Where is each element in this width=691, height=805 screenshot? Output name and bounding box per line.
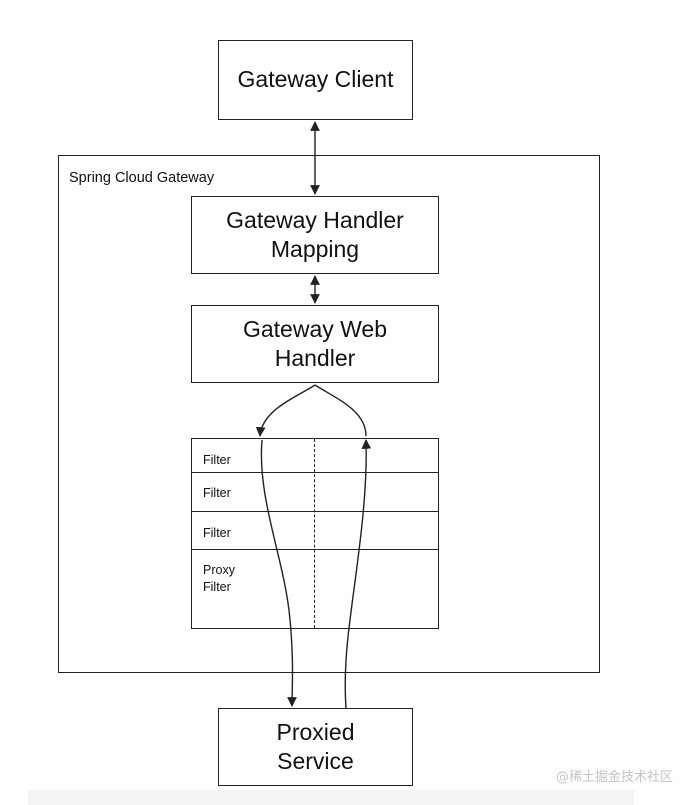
proxy-filter-row: Proxy Filter bbox=[192, 550, 438, 628]
filter-row: Filter bbox=[192, 512, 438, 550]
web-handler-label: Gateway Web Handler bbox=[242, 315, 388, 371]
gateway-client-box: Gateway Client bbox=[218, 40, 413, 120]
spring-cloud-gateway-container bbox=[58, 155, 600, 673]
proxied-service-label: Proxied Service bbox=[276, 718, 355, 774]
handler-mapping-label: Gateway Handler Mapping bbox=[226, 206, 404, 262]
filter-chain: Filter Filter Filter Proxy Filter bbox=[191, 438, 439, 629]
proxied-service-box: Proxied Service bbox=[218, 708, 413, 786]
gateway-client-label: Gateway Client bbox=[237, 66, 394, 93]
filter-row: Filter bbox=[192, 473, 438, 512]
filter-label: Filter bbox=[203, 526, 231, 540]
filter-label: Filter bbox=[203, 486, 231, 500]
filter-row: Filter bbox=[192, 439, 438, 473]
watermark: @稀土掘金技术社区 bbox=[555, 770, 673, 785]
proxy-filter-label: Proxy Filter bbox=[203, 563, 235, 594]
filter-label: Filter bbox=[203, 453, 231, 467]
gateway-handler-mapping-box: Gateway Handler Mapping bbox=[191, 196, 439, 274]
bottom-bar bbox=[28, 790, 634, 805]
filter-divider-dashed bbox=[314, 439, 315, 628]
container-label: Spring Cloud Gateway bbox=[69, 170, 215, 186]
gateway-web-handler-box: Gateway Web Handler bbox=[191, 305, 439, 383]
